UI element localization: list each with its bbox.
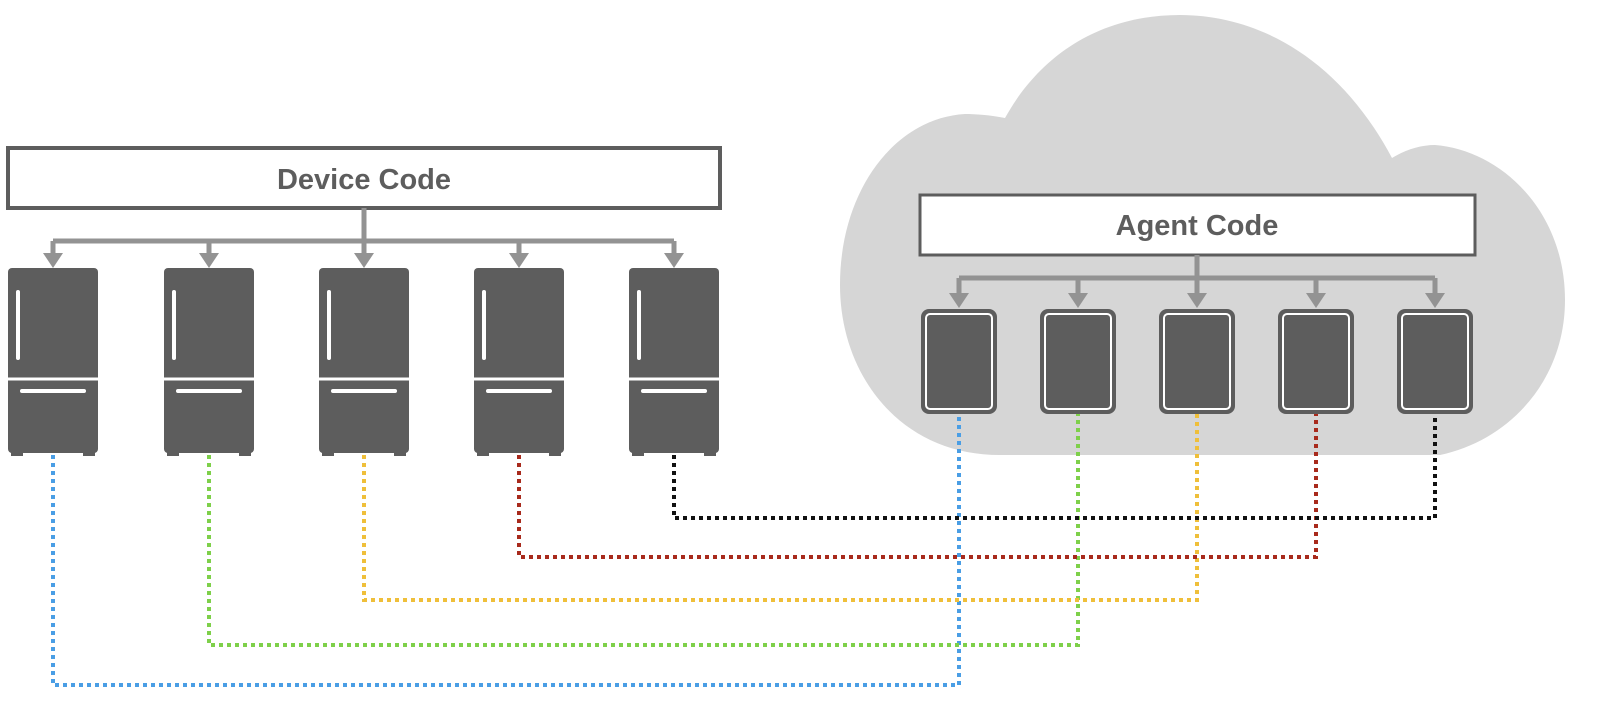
fridge-icon-3 xyxy=(319,268,409,456)
arrow-head-icon xyxy=(949,293,969,308)
fridge-handle-lower xyxy=(331,389,397,393)
agent-inner xyxy=(1163,313,1231,410)
fridge-foot xyxy=(167,450,179,456)
device-code-box: Device Code xyxy=(6,146,722,210)
fridge-foot xyxy=(322,450,334,456)
arrow-head-icon xyxy=(199,253,219,268)
fridge-foot xyxy=(239,450,251,456)
agent-inner xyxy=(1401,313,1469,410)
fridge-handle-lower xyxy=(641,389,707,393)
fridge-foot xyxy=(477,450,489,456)
arrow-head-icon xyxy=(1306,293,1326,308)
fridge-handle-upper xyxy=(16,290,20,360)
dotted-link-5 xyxy=(672,412,1437,520)
device-code-label: Device Code xyxy=(277,164,451,196)
fridge-body xyxy=(474,268,564,453)
agent-instance-icon-5 xyxy=(1397,309,1473,414)
fridge-body xyxy=(8,268,98,453)
fridge-handle-upper xyxy=(637,290,641,360)
agent-instance-icon-1 xyxy=(921,309,997,414)
agent-inner xyxy=(1044,313,1112,410)
agent-instance-icon-2 xyxy=(1040,309,1116,414)
agent-code-box: Agent Code xyxy=(918,193,1477,257)
fridge-icon-5 xyxy=(629,268,719,456)
agent-instance-icon-3 xyxy=(1159,309,1235,414)
fridge-foot xyxy=(704,450,716,456)
arrow-head-icon xyxy=(1425,293,1445,308)
dotted-link-2 xyxy=(207,412,1080,647)
fridge-handle-upper xyxy=(327,290,331,360)
fridge-foot xyxy=(632,450,644,456)
agent-inner xyxy=(925,313,993,410)
fridge-body xyxy=(164,268,254,453)
dotted-link-3 xyxy=(362,412,1199,602)
arrow-head-icon xyxy=(43,253,63,268)
fridge-icon-4 xyxy=(474,268,564,456)
dotted-link-1 xyxy=(51,412,961,687)
device-code-distribution-arrows xyxy=(43,208,684,268)
fridge-icon-2 xyxy=(164,268,254,456)
agent-instance-icon-4 xyxy=(1278,309,1354,414)
dotted-link-4 xyxy=(517,412,1318,559)
fridge-body xyxy=(629,268,719,453)
fridge-handle-lower xyxy=(176,389,242,393)
agent-code-distribution-arrows xyxy=(949,255,1445,308)
fridge-body xyxy=(319,268,409,453)
fridge-icon-1 xyxy=(8,268,98,456)
agent-code-label: Agent Code xyxy=(1116,210,1279,242)
agent-inner xyxy=(1282,313,1350,410)
fridge-foot xyxy=(83,450,95,456)
fridge-foot xyxy=(394,450,406,456)
arrow-head-icon xyxy=(354,253,374,268)
arrow-head-icon xyxy=(664,253,684,268)
fridge-foot xyxy=(549,450,561,456)
arrow-head-icon xyxy=(1068,293,1088,308)
fridge-foot xyxy=(11,450,23,456)
arrow-head-icon xyxy=(1187,293,1207,308)
fridge-handle-upper xyxy=(172,290,176,360)
device-agent-links xyxy=(51,412,1437,687)
agent-row xyxy=(921,309,1473,414)
fridge-handle-lower xyxy=(486,389,552,393)
device-row xyxy=(8,268,719,456)
fridge-handle-upper xyxy=(482,290,486,360)
arrow-head-icon xyxy=(509,253,529,268)
fridge-handle-lower xyxy=(20,389,86,393)
